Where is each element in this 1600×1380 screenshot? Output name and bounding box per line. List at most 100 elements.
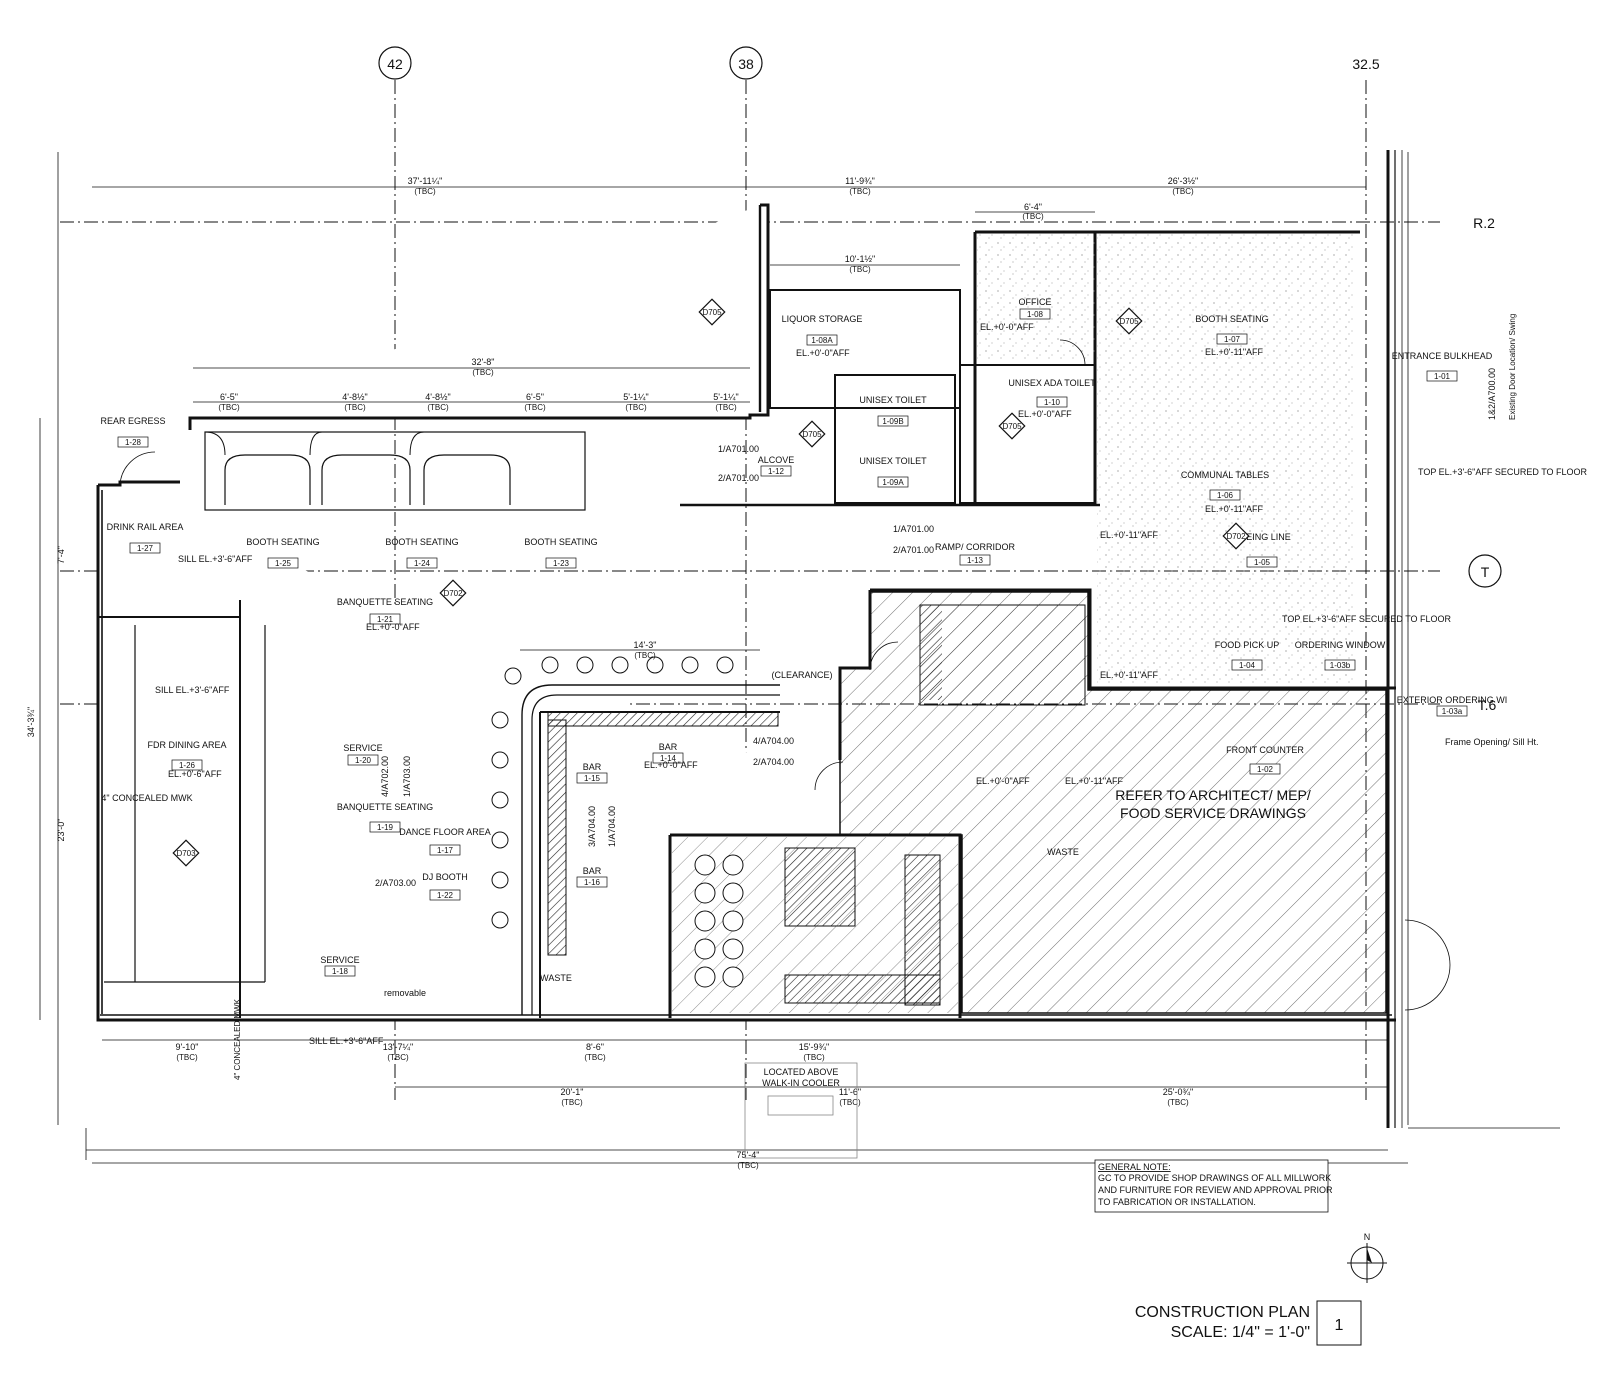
svg-text:2/A701.00: 2/A701.00 xyxy=(893,545,934,555)
svg-text:BAR: BAR xyxy=(583,866,602,876)
svg-text:1&2/A700.00: 1&2/A700.00 xyxy=(1487,368,1497,420)
svg-text:D705: D705 xyxy=(1119,317,1139,326)
door-swings xyxy=(119,339,1451,1011)
svg-text:EL.+0'-0"AFF: EL.+0'-0"AFF xyxy=(1018,409,1072,419)
svg-text:D702: D702 xyxy=(1226,532,1246,541)
room-ramp-corridor: RAMP/ CORRIDOR 1-13 xyxy=(935,542,1016,566)
svg-text:15'-9¾": 15'-9¾" xyxy=(799,1042,829,1052)
svg-text:AND FURNITURE FOR REVIEW AND A: AND FURNITURE FOR REVIEW AND APPROVAL PR… xyxy=(1098,1185,1333,1195)
svg-text:1-13: 1-13 xyxy=(967,556,984,565)
svg-text:3/A704.00: 3/A704.00 xyxy=(587,806,597,847)
svg-text:(TBC): (TBC) xyxy=(803,1053,825,1062)
svg-text:TOP EL.+3'-6"AFF SECURED TO FL: TOP EL.+3'-6"AFF SECURED TO FLOOR xyxy=(1418,467,1588,477)
svg-text:7'-4": 7'-4" xyxy=(56,546,66,564)
svg-text:REFER TO ARCHITECT/ MEP/: REFER TO ARCHITECT/ MEP/ xyxy=(1115,787,1311,803)
svg-text:9'-10": 9'-10" xyxy=(176,1042,199,1052)
kitchen-area-hatch xyxy=(672,591,1387,1014)
svg-text:removable: removable xyxy=(384,988,426,998)
grid-bubble-t: T xyxy=(1468,554,1502,588)
svg-text:75'-4": 75'-4" xyxy=(737,1150,760,1160)
svg-text:LIQUOR STORAGE: LIQUOR STORAGE xyxy=(782,314,863,324)
room-food-pickup: FOOD PICK UP1-04 xyxy=(1215,640,1279,671)
svg-text:1/A703.00: 1/A703.00 xyxy=(402,756,412,797)
svg-text:FDR DINING AREA: FDR DINING AREA xyxy=(147,740,226,750)
svg-text:BOOTH SEATING: BOOTH SEATING xyxy=(1195,314,1268,324)
booth-seating-stipple xyxy=(977,234,1357,686)
svg-text:1-03a: 1-03a xyxy=(1442,707,1463,716)
svg-text:BANQUETTE SEATING: BANQUETTE SEATING xyxy=(337,802,433,812)
svg-text:1-02: 1-02 xyxy=(1257,765,1274,774)
svg-text:REAR EGRESS: REAR EGRESS xyxy=(100,416,165,426)
svg-text:DANCE FLOOR AREA: DANCE FLOOR AREA xyxy=(399,827,491,837)
svg-text:2/A703.00: 2/A703.00 xyxy=(375,878,416,888)
svg-text:D705: D705 xyxy=(802,430,822,439)
svg-text:1-18: 1-18 xyxy=(332,967,349,976)
svg-text:BOOTH SEATING: BOOTH SEATING xyxy=(385,537,458,547)
svg-text:RAMP/ CORRIDOR: RAMP/ CORRIDOR xyxy=(935,542,1016,552)
svg-text:(TBC): (TBC) xyxy=(849,265,871,274)
svg-text:(TBC): (TBC) xyxy=(1022,212,1044,221)
svg-text:1-10: 1-10 xyxy=(1044,398,1061,407)
svg-text:1-04: 1-04 xyxy=(1239,661,1256,670)
svg-text:(TBC): (TBC) xyxy=(176,1053,198,1062)
svg-text:SILL EL.+3'-6"AFF: SILL EL.+3'-6"AFF xyxy=(178,554,253,564)
svg-text:4/A704.00: 4/A704.00 xyxy=(753,736,794,746)
svg-text:(TBC): (TBC) xyxy=(387,1053,409,1062)
svg-text:(TBC): (TBC) xyxy=(849,187,871,196)
svg-text:WASTE: WASTE xyxy=(540,973,572,983)
svg-text:5'-1¼": 5'-1¼" xyxy=(713,392,738,402)
svg-text:UNISEX TOILET: UNISEX TOILET xyxy=(859,395,927,405)
svg-text:32'-8": 32'-8" xyxy=(472,357,495,367)
room-ada-toilet: UNISEX ADA TOILET 1-10 xyxy=(1008,378,1096,408)
grid-bubble-r2: R.2 xyxy=(1473,215,1495,231)
svg-text:EXTERIOR ORDERING WI: EXTERIOR ORDERING WI xyxy=(1397,695,1508,705)
svg-text:1-16: 1-16 xyxy=(584,878,601,887)
svg-text:1-24: 1-24 xyxy=(414,559,431,568)
svg-text:1-09B: 1-09B xyxy=(882,417,903,426)
svg-text:D705: D705 xyxy=(702,308,722,317)
svg-text:ENTRANCE BULKHEAD: ENTRANCE BULKHEAD xyxy=(1392,351,1493,361)
svg-text:32.5: 32.5 xyxy=(1352,56,1379,72)
svg-text:DJ BOOTH: DJ BOOTH xyxy=(422,872,468,882)
svg-text:10'-1½": 10'-1½" xyxy=(845,254,875,264)
room-exterior-ordering: EXTERIOR ORDERING WI 1-03a xyxy=(1397,695,1508,717)
svg-text:1-14: 1-14 xyxy=(660,754,677,763)
svg-text:BOOTH SEATING: BOOTH SEATING xyxy=(524,537,597,547)
svg-text:14'-3": 14'-3" xyxy=(634,640,657,650)
svg-text:UNISEX ADA TOILET: UNISEX ADA TOILET xyxy=(1008,378,1096,388)
svg-text:EL.+0'-11"AFF: EL.+0'-11"AFF xyxy=(1205,347,1264,357)
ref-d702-dining: D702 xyxy=(439,579,467,607)
svg-text:EL.+0'-0"AFF: EL.+0'-0"AFF xyxy=(796,348,850,358)
svg-text:Existing Door Location/ Swing: Existing Door Location/ Swing xyxy=(1508,314,1517,420)
svg-text:1-06: 1-06 xyxy=(1217,491,1234,500)
svg-text:(TBC): (TBC) xyxy=(715,403,737,412)
svg-text:11'-9¾": 11'-9¾" xyxy=(845,176,875,186)
room-bar-1-16: BAR 1-16 xyxy=(576,866,608,888)
svg-text:1: 1 xyxy=(1335,1317,1344,1334)
svg-text:(TBC): (TBC) xyxy=(584,1053,606,1062)
title-block: CONSTRUCTION PLAN SCALE: 1/4" = 1'-0" 1 xyxy=(1135,1300,1362,1346)
drawing-notes: REFER TO ARCHITECT/ MEP/ FOOD SERVICE DR… xyxy=(101,314,1539,1159)
svg-text:EL.+0'-0"AFF: EL.+0'-0"AFF xyxy=(976,776,1030,786)
svg-text:BOOTH SEATING: BOOTH SEATING xyxy=(246,537,319,547)
svg-text:(TBC): (TBC) xyxy=(1167,1098,1189,1107)
svg-text:SILL EL.+3'-6"AFF: SILL EL.+3'-6"AFF xyxy=(309,1036,384,1046)
svg-text:5'-1¼": 5'-1¼" xyxy=(623,392,648,402)
svg-text:6'-4": 6'-4" xyxy=(1024,202,1042,212)
svg-text:1-25: 1-25 xyxy=(275,559,292,568)
svg-text:1-23: 1-23 xyxy=(553,559,570,568)
svg-text:38: 38 xyxy=(738,56,754,72)
svg-text:SILL EL.+3'-6"AFF: SILL EL.+3'-6"AFF xyxy=(155,685,230,695)
svg-text:4/A702.00: 4/A702.00 xyxy=(380,756,390,797)
